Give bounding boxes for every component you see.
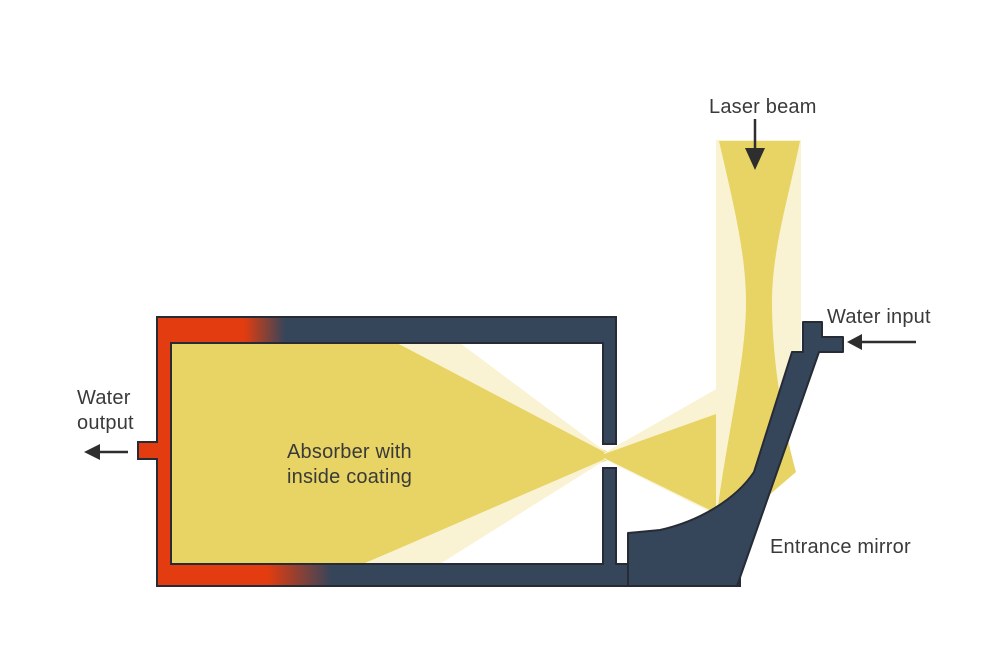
water-input-label: Water input: [827, 306, 931, 328]
interior-beam-glow-lower: [363, 457, 610, 564]
interior-beam-fill: [171, 343, 610, 564]
water-output-stub: [138, 442, 157, 459]
entrance-mirror-body: [627, 321, 844, 587]
absorber-label-line1: Absorber with: [287, 441, 412, 463]
absorber-label-line2: inside coating: [287, 466, 413, 488]
down-arrow-icon: [745, 119, 765, 170]
absorber-label: Absorber with inside coating: [287, 440, 412, 490]
entrance-mirror-label: Entrance mirror: [770, 536, 911, 558]
absorber-top-wall: [157, 317, 616, 343]
interior-beam-glow-upper: [397, 343, 610, 455]
absorber-right-wall-lower: [603, 468, 616, 564]
focusing-beam-core: [604, 414, 716, 513]
absorber-wall-outline: [137, 316, 741, 587]
water-input-arrow-icon: [847, 334, 916, 350]
water-output-label-line1: Water: [77, 387, 131, 409]
absorber-right-wall-upper: [603, 343, 616, 444]
laser-beam-label: Laser beam: [709, 96, 817, 118]
absorber-left-wall: [157, 317, 171, 586]
absorber-floor-wall: [157, 564, 740, 586]
water-output-label: Water output: [77, 386, 134, 436]
water-output-label-line2: output: [77, 412, 134, 434]
water-output-arrow-icon: [84, 444, 128, 460]
